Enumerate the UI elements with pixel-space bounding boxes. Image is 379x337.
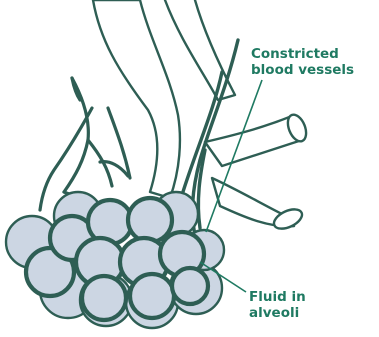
label-fluid-line2: alveoli <box>249 305 306 321</box>
label-constricted-blood-vessels: Constricted blood vessels <box>251 46 354 78</box>
branch-vessels <box>205 112 310 233</box>
label-fluid-line1: Fluid in <box>249 289 306 305</box>
label-vessels-line1: Constricted <box>251 46 354 62</box>
label-vessels-line2: blood vessels <box>251 62 354 78</box>
vessel-opening-lower <box>271 205 305 232</box>
capillary-network <box>40 78 130 210</box>
label-fluid-in-alveoli: Fluid in alveoli <box>249 289 306 321</box>
